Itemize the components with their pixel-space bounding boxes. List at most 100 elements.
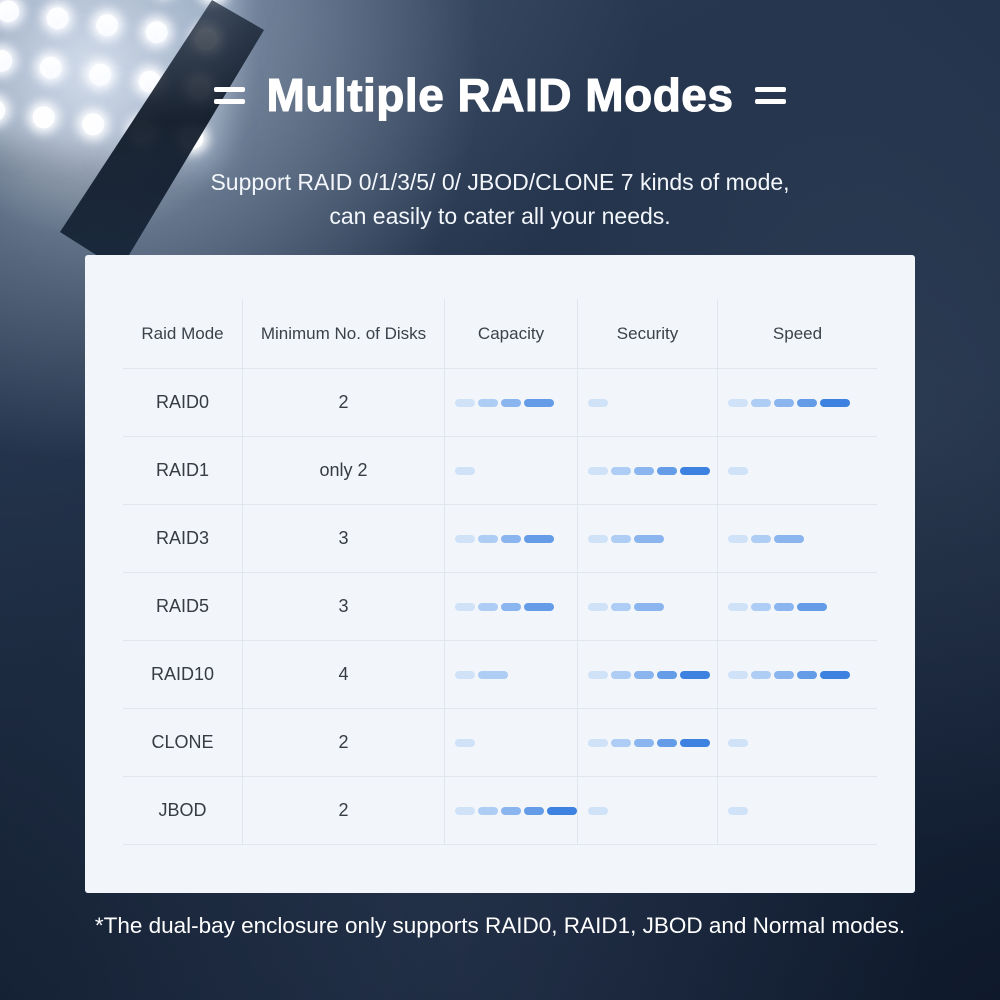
rating-segment bbox=[478, 602, 498, 611]
rating-segment bbox=[611, 738, 631, 747]
min-disks-label: 2 bbox=[338, 732, 349, 752]
table-row: RAID10 4 bbox=[123, 641, 877, 709]
table-row: RAID3 3 bbox=[123, 505, 877, 573]
rating-segment bbox=[657, 466, 677, 475]
speed-cell bbox=[718, 641, 877, 708]
rating-segment bbox=[501, 602, 521, 611]
speed-bar bbox=[728, 806, 748, 815]
min-disks-cell: 2 bbox=[243, 369, 445, 436]
rating-segment bbox=[501, 806, 521, 815]
speed-bar bbox=[728, 398, 850, 407]
raid-mode-label: RAID5 bbox=[155, 596, 209, 616]
rating-segment bbox=[478, 398, 498, 407]
rating-segment bbox=[751, 670, 771, 679]
raid-mode-cell: RAID10 bbox=[123, 641, 243, 708]
rating-segment bbox=[774, 602, 794, 611]
rating-segment bbox=[588, 738, 608, 747]
rating-segment bbox=[657, 670, 677, 679]
rating-segment bbox=[588, 806, 608, 815]
raid-mode-label: RAID3 bbox=[155, 528, 209, 548]
rating-segment bbox=[728, 738, 748, 747]
footnote: *The dual-bay enclosure only supports RA… bbox=[94, 913, 906, 938]
table-body: RAID0 2 RAID1 only 2 RAID3 bbox=[123, 369, 877, 845]
rating-segment bbox=[478, 534, 498, 543]
table-row: CLONE 2 bbox=[123, 709, 877, 777]
rating-segment bbox=[501, 398, 521, 407]
capacity-cell bbox=[445, 709, 578, 776]
rating-segment bbox=[455, 466, 475, 475]
rating-segment bbox=[588, 534, 608, 543]
rating-segment bbox=[547, 806, 577, 815]
column-header-capacity: Capacity bbox=[445, 299, 578, 368]
rating-segment bbox=[797, 398, 817, 407]
rating-segment bbox=[611, 670, 631, 679]
security-bar bbox=[588, 398, 608, 407]
speed-bar bbox=[728, 602, 827, 611]
min-disks-label: 2 bbox=[338, 800, 349, 820]
light-rig-silhouette bbox=[60, 0, 264, 270]
rating-segment bbox=[524, 806, 544, 815]
rating-segment bbox=[680, 466, 710, 475]
raid-mode-label: RAID1 bbox=[155, 460, 209, 480]
column-header-label: Capacity bbox=[477, 323, 545, 343]
min-disks-cell: 3 bbox=[243, 505, 445, 572]
security-bar bbox=[588, 738, 710, 747]
column-header-speed: Speed bbox=[718, 299, 877, 368]
capacity-bar bbox=[455, 738, 475, 747]
security-cell bbox=[578, 709, 718, 776]
raid-mode-cell: JBOD bbox=[123, 777, 243, 844]
capacity-cell bbox=[445, 505, 578, 572]
column-header-label: Security bbox=[616, 323, 679, 343]
rating-segment bbox=[455, 534, 475, 543]
rating-segment bbox=[634, 602, 664, 611]
raid-mode-cell: RAID0 bbox=[123, 369, 243, 436]
capacity-bar bbox=[455, 670, 508, 679]
capacity-bar bbox=[455, 602, 554, 611]
rating-segment bbox=[797, 602, 827, 611]
raid-mode-cell: RAID3 bbox=[123, 505, 243, 572]
rating-segment bbox=[751, 534, 771, 543]
capacity-bar bbox=[455, 806, 577, 815]
column-header-security: Security bbox=[578, 299, 718, 368]
column-header-label: Speed bbox=[772, 323, 823, 343]
rating-segment bbox=[680, 738, 710, 747]
rating-segment bbox=[634, 466, 654, 475]
rating-segment bbox=[774, 534, 804, 543]
rating-segment bbox=[455, 670, 475, 679]
rating-segment bbox=[524, 534, 554, 543]
title-left-decoration-icon bbox=[213, 86, 245, 104]
table-row: RAID1 only 2 bbox=[123, 437, 877, 505]
rating-segment bbox=[455, 738, 475, 747]
min-disks-cell: 4 bbox=[243, 641, 445, 708]
rating-segment bbox=[751, 602, 771, 611]
raid-mode-label: RAID0 bbox=[155, 392, 209, 412]
min-disks-label: 4 bbox=[338, 664, 349, 684]
speed-cell bbox=[718, 369, 877, 436]
rating-segment bbox=[611, 534, 631, 543]
security-cell bbox=[578, 505, 718, 572]
min-disks-cell: only 2 bbox=[243, 437, 445, 504]
raid-mode-cell: RAID1 bbox=[123, 437, 243, 504]
capacity-cell bbox=[445, 573, 578, 640]
rating-segment bbox=[751, 398, 771, 407]
capacity-bar bbox=[455, 398, 554, 407]
title-right-decoration-icon bbox=[755, 86, 787, 104]
rating-segment bbox=[797, 670, 817, 679]
rating-segment bbox=[728, 534, 748, 543]
title-row: Multiple RAID Modes bbox=[0, 68, 1000, 122]
min-disks-label: 3 bbox=[338, 528, 349, 548]
raid-comparison-table: Raid Mode Minimum No. of Disks Capacity … bbox=[123, 299, 877, 845]
speed-cell bbox=[718, 505, 877, 572]
raid-mode-label: RAID10 bbox=[150, 664, 215, 684]
speed-cell bbox=[718, 777, 877, 844]
rating-segment bbox=[588, 466, 608, 475]
rating-segment bbox=[478, 670, 508, 679]
speed-bar bbox=[728, 466, 748, 475]
rating-segment bbox=[820, 670, 850, 679]
table-row: RAID0 2 bbox=[123, 369, 877, 437]
rating-segment bbox=[588, 602, 608, 611]
security-bar bbox=[588, 806, 608, 815]
subtitle-line-2: can easily to cater all your needs. bbox=[329, 203, 671, 229]
rating-segment bbox=[680, 670, 710, 679]
